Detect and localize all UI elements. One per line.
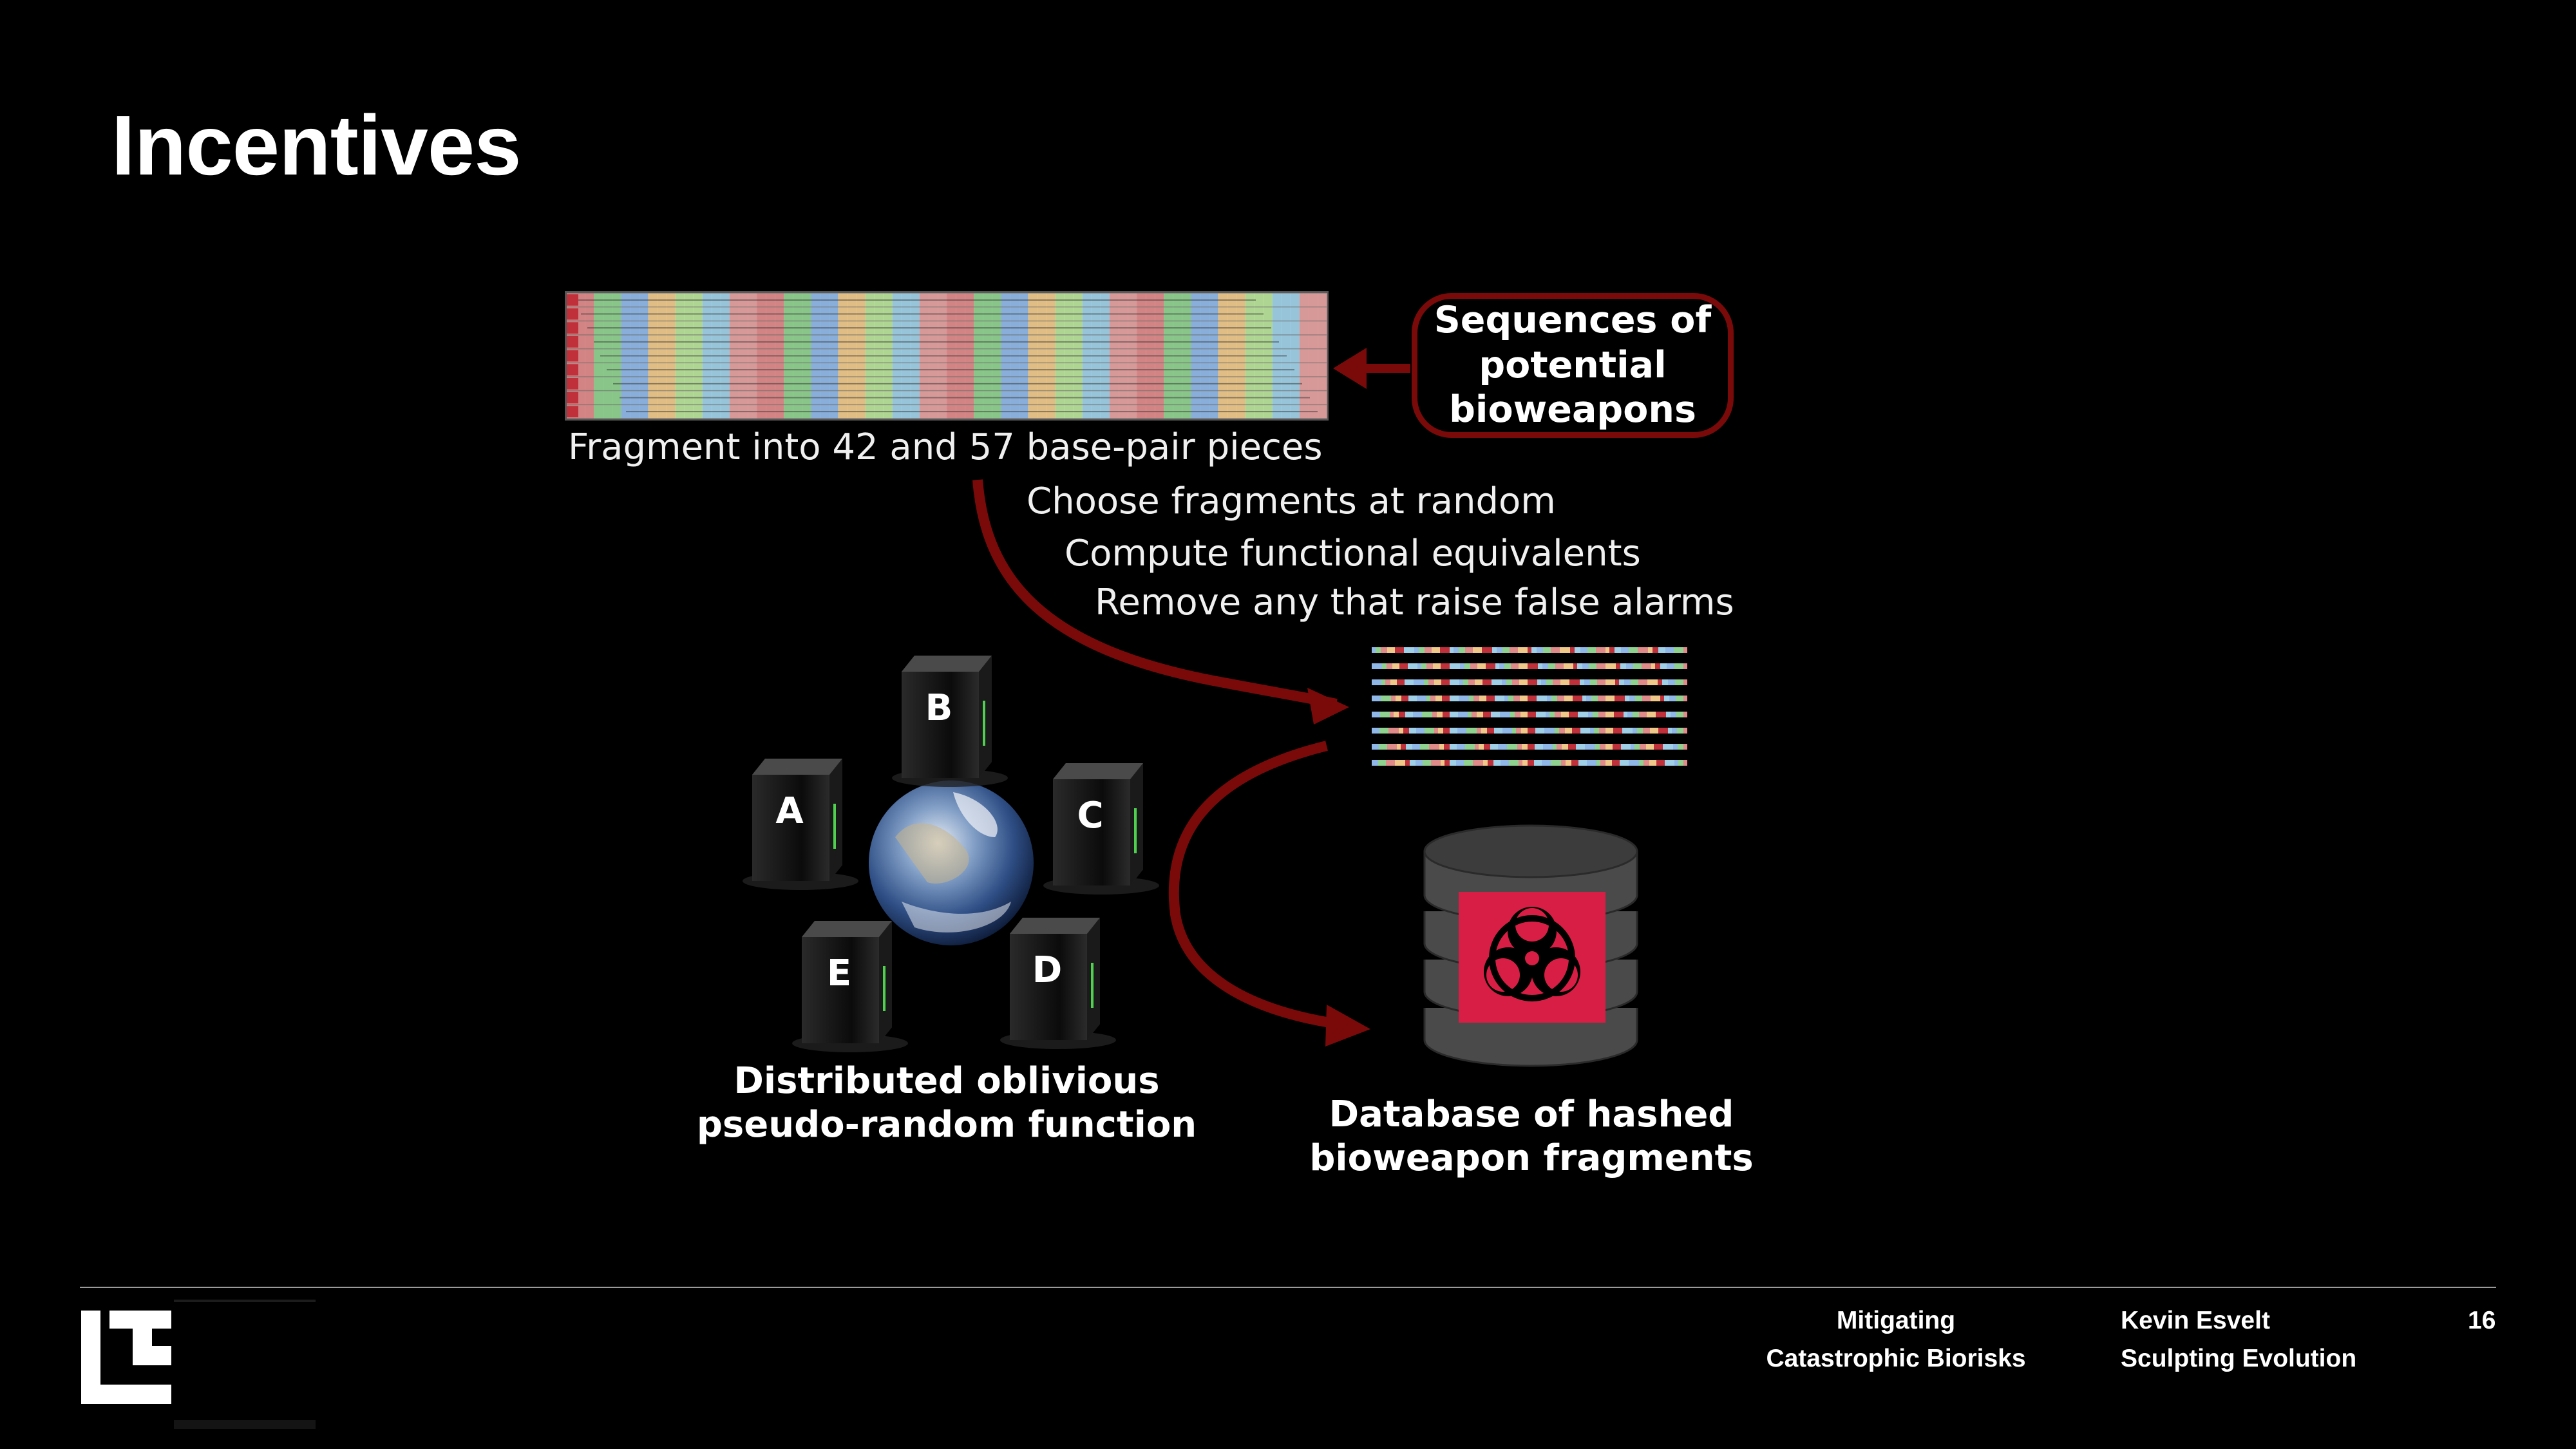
sequences-callout: Sequences of potential bioweapons — [1412, 293, 1734, 438]
server-label: B — [925, 687, 953, 729]
footer-talk-line2: Catastrophic Biorisks — [1735, 1340, 2057, 1378]
sequences-label: Sequences of potential bioweapons — [1417, 298, 1728, 433]
database-label-line2: bioweapon fragments — [1274, 1137, 1789, 1180]
server-d-icon: D — [1000, 918, 1116, 1049]
footer-talk-title: Mitigating Catastrophic Biorisks — [1735, 1302, 2057, 1378]
step-choose: Choose fragments at random — [1027, 480, 1556, 522]
server-label: E — [827, 952, 851, 994]
fragment-label: Fragment into 42 and 57 base-pair pieces — [568, 426, 1323, 468]
footer-author-line2: Sculpting Evolution — [2121, 1340, 2356, 1378]
footer-talk-line1: Mitigating — [1735, 1302, 2057, 1340]
step-remove: Remove any that raise false alarms — [1095, 582, 1734, 623]
arrow-to-database — [1174, 746, 1370, 1046]
server-label: D — [1032, 949, 1062, 991]
oprf-label-line2: pseudo-random function — [689, 1103, 1204, 1147]
database-label-line1: Database of hashed — [1274, 1093, 1789, 1137]
footer-divider — [80, 1287, 2496, 1288]
page-number: 16 — [2468, 1302, 2496, 1340]
server-c-icon: C — [1043, 763, 1159, 895]
footer-author: Kevin Esvelt Sculpting Evolution — [2121, 1302, 2356, 1378]
server-e-icon: E — [792, 921, 908, 1052]
hashed-fragments-image — [1372, 647, 1687, 766]
server-label: A — [775, 790, 804, 832]
oprf-label: Distributed oblivious pseudo-random func… — [689, 1059, 1204, 1148]
database-icon — [1425, 826, 1637, 1066]
server-label: C — [1077, 795, 1103, 837]
database-label: Database of hashed bioweapon fragments — [1274, 1093, 1789, 1181]
server-a-icon: A — [743, 759, 858, 890]
arrow-to-sequences — [1333, 348, 1410, 389]
sequence-alignment-image — [565, 291, 1329, 421]
oprf-label-line1: Distributed oblivious — [689, 1059, 1204, 1103]
server-b-icon: B — [892, 656, 1008, 787]
step-compute: Compute functional equivalents — [1065, 533, 1641, 574]
footer-author-line1: Kevin Esvelt — [2121, 1302, 2356, 1340]
oprf-network: A B C D E — [743, 656, 1159, 1052]
